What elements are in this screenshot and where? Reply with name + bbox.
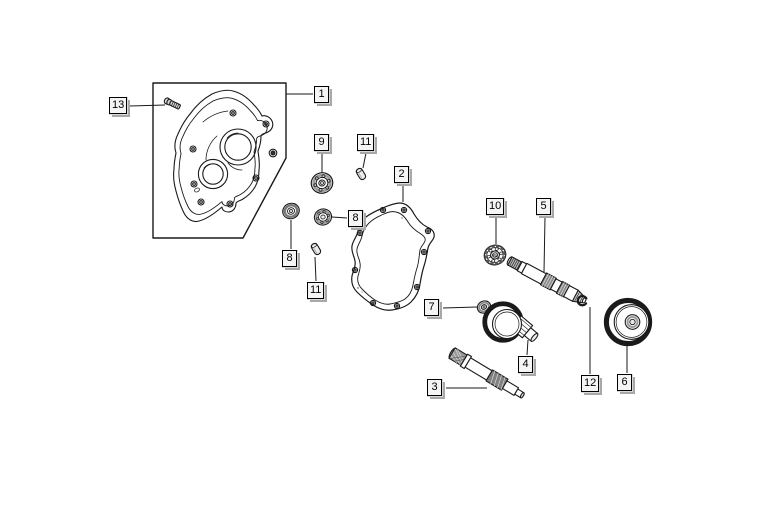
- callout-1-label: 1: [314, 86, 329, 103]
- callout-7-label: 7: [424, 299, 439, 316]
- callout-6-label: 6: [617, 374, 632, 391]
- callout-13-label: 13: [109, 97, 128, 114]
- callout-11-lower[interactable]: 11: [306, 281, 326, 300]
- part-8-bearing-drawing: [313, 208, 333, 226]
- callout-8-left[interactable]: 8: [281, 249, 298, 268]
- part-13-screw-drawing: [163, 97, 181, 110]
- callout-8-right[interactable]: 8: [347, 209, 364, 228]
- callout-4-leader-line: [526, 339, 529, 356]
- callout-12-label: 12: [581, 375, 600, 392]
- part-4-gear-drawing: [482, 301, 539, 343]
- callout-6[interactable]: 6: [616, 373, 633, 392]
- callout-9[interactable]: 9: [313, 133, 330, 152]
- callout-10-label: 10: [486, 198, 505, 215]
- callout-11-lower-leader-line: [314, 256, 317, 282]
- callout-12[interactable]: 12: [580, 374, 601, 393]
- part-11-pin-upper-drawing: [355, 167, 367, 181]
- callout-11-upper-label: 11: [357, 134, 375, 151]
- callout-8-right-label: 8: [348, 210, 363, 227]
- callout-7[interactable]: 7: [423, 298, 440, 317]
- callout-8-right-leader-line: [331, 216, 348, 219]
- callout-13[interactable]: 13: [108, 96, 129, 115]
- part-11-pin-lower-drawing: [310, 242, 322, 256]
- part-10-spacer-drawing: [483, 244, 507, 266]
- callout-10[interactable]: 10: [485, 197, 506, 216]
- part-9-bearing-drawing: [310, 172, 334, 194]
- callout-3[interactable]: 3: [426, 378, 443, 397]
- callout-11-lower-label: 11: [307, 282, 325, 299]
- part-8-seal-drawing: [282, 202, 300, 220]
- part-1-boundary-box: [152, 82, 287, 239]
- part-3-shaft-drawing: [448, 347, 525, 399]
- callout-5[interactable]: 5: [535, 197, 552, 216]
- part-2-gasket-drawing: [351, 202, 435, 311]
- part-12-circlip-drawing: [576, 294, 588, 307]
- callout-13-leader-line: [129, 104, 166, 107]
- callout-8-left-label: 8: [282, 250, 297, 267]
- part-1-gearbox-cover-drawing: [173, 89, 278, 223]
- callout-5-leader-line: [543, 216, 546, 273]
- part-6-gear-drawing: [603, 297, 653, 347]
- callout-2[interactable]: 2: [393, 165, 410, 184]
- callout-5-label: 5: [536, 198, 551, 215]
- callout-9-label: 9: [314, 134, 329, 151]
- callout-1[interactable]: 1: [313, 85, 330, 104]
- callout-3-label: 3: [427, 379, 442, 396]
- callout-7-leader-line: [442, 306, 478, 309]
- callout-4[interactable]: 4: [517, 355, 534, 374]
- callout-4-label: 4: [518, 356, 533, 373]
- callout-2-label: 2: [394, 166, 409, 183]
- callout-11-upper-leader-line: [362, 152, 367, 169]
- callout-11-upper[interactable]: 11: [356, 133, 376, 152]
- part-5-shaft-drawing: [506, 256, 587, 304]
